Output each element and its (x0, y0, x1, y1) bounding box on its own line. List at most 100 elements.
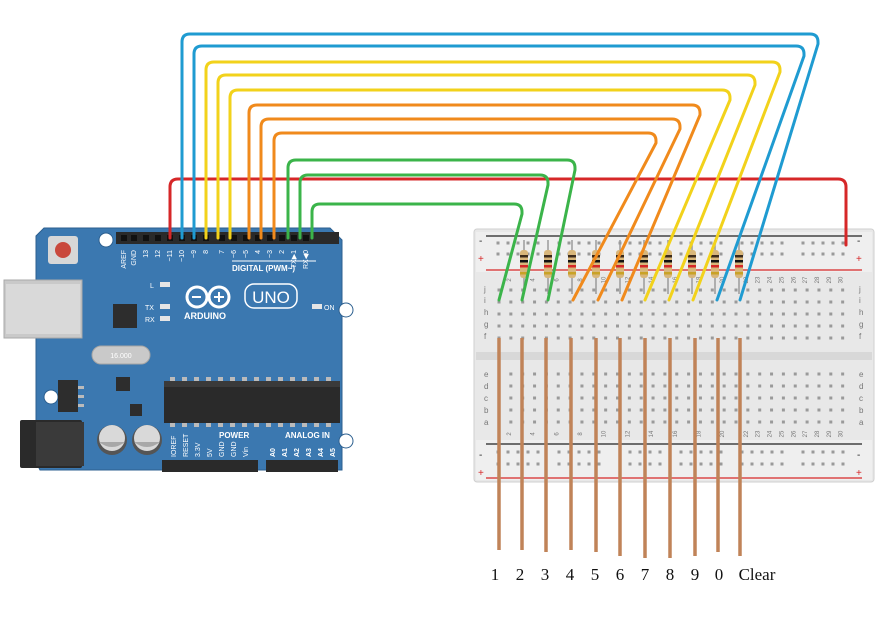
breadboard-hole (663, 324, 667, 328)
breadboard-hole (829, 288, 833, 292)
header-pin[interactable] (121, 235, 127, 241)
breadboard-hole (568, 312, 572, 316)
header-pin[interactable] (243, 235, 249, 241)
breadboard-hole (829, 372, 833, 376)
breadboard-hole (710, 408, 714, 412)
column-number: 27 (803, 430, 809, 437)
column-number: 26 (791, 430, 797, 437)
breadboard-hole (746, 312, 750, 316)
breadboard-hole (509, 288, 513, 292)
resistor-band (664, 272, 672, 275)
button-labels: 1 2 3 4 5 6 7 8 9 0 Clear (491, 565, 776, 584)
resistor-band (544, 265, 552, 268)
header-pin[interactable] (231, 235, 237, 241)
breadboard-hole (781, 324, 785, 328)
breadboard-hole (734, 372, 738, 376)
wire-green (298, 173, 550, 302)
resistor-band (544, 272, 552, 275)
wire-orange (272, 131, 658, 302)
breadboard-hole (793, 300, 797, 304)
breadboard-hole (580, 408, 584, 412)
breadboard-hole (841, 300, 845, 304)
column-number: 4 (531, 278, 537, 282)
rail-hole (597, 241, 601, 245)
rail-hole (587, 241, 591, 245)
breadboard-hole (592, 372, 596, 376)
breadboard-hole (793, 336, 797, 340)
rail-hole (577, 252, 581, 256)
small-chip (130, 404, 142, 416)
header-pin[interactable] (131, 235, 137, 241)
breadboard-hole (533, 312, 537, 316)
chip-leg (314, 377, 319, 381)
header-pin[interactable] (143, 235, 149, 241)
breadboard-hole (781, 396, 785, 400)
rail-minus-bottom: - (479, 450, 482, 461)
column-number: 25 (779, 276, 785, 283)
power-header-title: POWER (219, 431, 249, 440)
header-pin[interactable] (303, 235, 309, 241)
rail-hole (709, 450, 713, 454)
chip-leg (194, 423, 199, 427)
column-number: 30 (839, 276, 845, 283)
breadboard-hole (770, 408, 774, 412)
header-pin[interactable] (255, 235, 261, 241)
power-header (162, 460, 258, 472)
rail-hole (821, 450, 825, 454)
header-pin[interactable] (219, 235, 225, 241)
chip-leg (314, 423, 319, 427)
reset-button-cap[interactable] (55, 242, 71, 258)
row-letter: d (859, 382, 863, 391)
header-pin[interactable] (267, 235, 273, 241)
breadboard-hole (592, 384, 596, 388)
chip-leg (206, 423, 211, 427)
breadboard-hole (544, 300, 548, 304)
resistor-band (568, 260, 576, 263)
breadboard-hole (616, 324, 619, 328)
breadboard-hole (722, 288, 726, 292)
breadboard-hole (533, 408, 537, 412)
column-number: 24 (768, 276, 774, 283)
analog-pin-label: A5 (330, 448, 337, 457)
button-leads (497, 338, 742, 558)
chip-leg (230, 423, 235, 427)
crystal-label: 16.000 (110, 353, 132, 360)
breadboard-hole (651, 288, 655, 292)
breadboard-hole (841, 408, 845, 412)
mount-hole (338, 433, 354, 449)
breadboard-hole (687, 336, 691, 340)
header-pin[interactable] (279, 235, 285, 241)
resistor-band (640, 272, 648, 275)
breadboard-hole (758, 408, 762, 412)
rail-hole (628, 450, 632, 454)
rail-hole (679, 241, 683, 245)
breadboard-hole (663, 336, 667, 340)
header-pin[interactable] (291, 235, 297, 241)
breadboard-hole (604, 324, 608, 328)
digital-pin-label: 4 (255, 250, 262, 254)
breadboard-hole (604, 336, 608, 340)
breadboard-hole (710, 336, 714, 340)
button-label-3: 3 (541, 565, 550, 584)
rail-hole (831, 252, 835, 256)
rail-hole (709, 241, 713, 245)
breadboard-hole (651, 336, 655, 340)
led-on (312, 304, 322, 309)
wire-green (310, 202, 524, 302)
chip-leg (230, 377, 235, 381)
breadboard-hole (580, 396, 584, 400)
breadboard-hole (687, 312, 691, 316)
breadboard-hole (805, 336, 809, 340)
header-pin[interactable] (155, 235, 161, 241)
button-label-clear: Clear (739, 565, 776, 584)
rail-hole (597, 462, 601, 466)
led-label-on: ON (324, 305, 335, 312)
breadboard-hole (509, 300, 513, 304)
breadboard-hole (781, 420, 785, 424)
led-label-rx: RX (145, 317, 155, 324)
rail-hole (587, 450, 591, 454)
breadboard-hole (746, 372, 750, 376)
row-letter: b (484, 406, 489, 415)
breadboard-hole (663, 408, 667, 412)
